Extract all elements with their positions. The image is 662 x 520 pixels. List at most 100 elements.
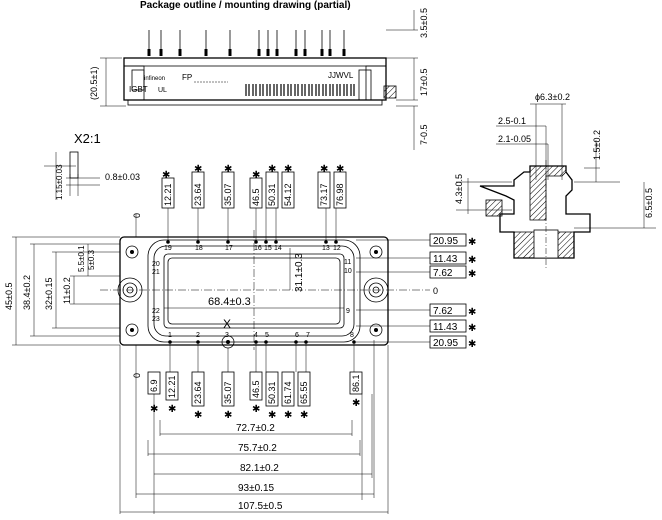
svg-text:4: 4 [254, 332, 258, 339]
top-dim-1: 12.21 ✱ [161, 170, 175, 242]
svg-text:✱: ✱ [468, 255, 476, 266]
detail-x: X2:1 0.8±0.03 1.15±0.03 [44, 131, 140, 200]
top-dim-5: 50.31 ✱ [265, 164, 279, 242]
svg-text:86.1: 86.1 [351, 374, 361, 392]
svg-text:76.98: 76.98 [335, 183, 345, 206]
svg-text:✱: ✱ [162, 170, 170, 181]
left-dim-45: 45±0.5 [4, 283, 14, 310]
side-pin-numbers: 11 10 9 20 21 22 23 [152, 259, 352, 323]
dim-72: 72.7±0.2 [236, 423, 275, 434]
bottom-dim-2: 12.21 ✱ [165, 342, 179, 415]
dim-75: 75.7±0.2 [238, 443, 277, 454]
svg-text:13: 13 [322, 245, 330, 252]
svg-text:3: 3 [225, 332, 229, 339]
svg-text:2: 2 [196, 332, 200, 339]
svg-text:✱: ✱ [352, 398, 360, 409]
brand-label: infineon [144, 76, 165, 82]
svg-text:46.5: 46.5 [251, 188, 261, 206]
bottom-dim-5: 46.5 ✱ [249, 342, 263, 415]
svg-text:✱: ✱ [168, 404, 176, 415]
svg-text:65.55: 65.55 [299, 381, 309, 404]
svg-text:50.31: 50.31 [267, 381, 277, 404]
svg-text:✱: ✱ [468, 339, 476, 350]
svg-text:✱: ✱ [336, 164, 344, 175]
svg-text:✱: ✱ [268, 164, 276, 175]
left-dim-38: 38.4±0.2 [22, 275, 32, 310]
top-dim-4: 46.5 ✱ [249, 170, 263, 242]
dim-107: 107.5±0.5 [238, 501, 283, 512]
bottom-dim-3: 23.64 ✱ [191, 342, 205, 421]
svg-text:✱: ✱ [468, 269, 476, 280]
detail-title: X2:1 [74, 131, 101, 146]
bottom-dim-9: 86.1 ✱ [349, 342, 363, 409]
svg-text:22: 22 [152, 308, 160, 315]
svg-text:✱: ✱ [194, 164, 202, 175]
section-d3: 2.1-0.05 [498, 134, 531, 144]
svg-text:✱: ✱ [224, 164, 232, 175]
svg-text:12: 12 [333, 245, 341, 252]
bottom-dim-7: 61.74 ✱ [281, 342, 297, 421]
svg-text:✱: ✱ [252, 404, 260, 415]
svg-text:16: 16 [254, 245, 262, 252]
header-fragment: Package outline / mounting drawing (part… [140, 0, 351, 11]
svg-text:✱: ✱ [300, 410, 308, 421]
bottom-pin-numbers: 1 2 3 4 5 6 7 8 [168, 332, 354, 339]
center-y-dim: 31.1±0.3 [294, 253, 305, 292]
top-pin-numbers: 19 18 17 16 15 14 13 12 [164, 245, 341, 252]
ul-label: UL [158, 87, 167, 94]
svg-text:12.21: 12.21 [167, 375, 177, 398]
right-dim-top-3: 7.62 [433, 268, 453, 279]
svg-text:35.07: 35.07 [223, 183, 233, 206]
detail-pin-width: 0.8±0.03 [105, 172, 140, 182]
side-view: Package outline / mounting drawing (part… [89, 0, 429, 150]
svg-text:11: 11 [344, 259, 351, 266]
right-dimension-boxes: 20.95 ✱ 11.43 ✱ 7.62 ✱ 7.62 ✱ 11.43 ✱ 20… [356, 233, 476, 350]
top-dim-2: 23.64 ✱ [191, 164, 205, 242]
left-dimensions: 45±0.5 38.4±0.2 32±0.15 11±0.2 5.5±0.1 5… [4, 236, 120, 346]
zero-bottom: 0 [132, 373, 142, 378]
svg-text:18: 18 [195, 245, 203, 252]
section-d2: 2.5-0.1 [498, 116, 526, 126]
svg-text:9: 9 [346, 308, 350, 315]
dim-93: 93±0.15 [238, 483, 275, 494]
svg-text:15: 15 [264, 245, 272, 252]
zero-top: 0 [132, 213, 142, 218]
right-dim-top-1: 20.95 [433, 236, 458, 247]
svg-text:17: 17 [225, 245, 233, 252]
svg-text:10: 10 [344, 268, 352, 275]
svg-text:5: 5 [265, 332, 269, 339]
svg-text:35.07: 35.07 [223, 381, 233, 404]
right-dim-bottom-2: 11.43 [433, 322, 458, 333]
svg-text:21: 21 [152, 269, 160, 276]
svg-text:✱: ✱ [468, 237, 476, 248]
svg-text:14: 14 [274, 245, 282, 252]
left-dim-32: 32±0.15 [44, 278, 54, 310]
svg-text:✱: ✱ [268, 410, 276, 421]
section-d4: 1.5±0.2 [592, 130, 602, 160]
svg-text:20: 20 [152, 261, 160, 268]
svg-text:73.17: 73.17 [319, 183, 329, 206]
top-dim-7: 73.17 ✱ [317, 164, 331, 242]
svg-text:✱: ✱ [284, 164, 292, 175]
dim-height-total: (20.5±1) [89, 67, 99, 100]
bottom-dim-4: 35.07 ✱ [221, 348, 235, 421]
bottom-dim-8: 65.55 ✱ [297, 342, 311, 421]
left-dim-5: 5±0.3 [87, 249, 96, 270]
svg-text:61.74: 61.74 [283, 381, 293, 404]
code-label: JJWVL [328, 71, 354, 80]
top-dim-3: 35.07 ✱ [221, 164, 235, 242]
detail-pin-height: 1.15±0.03 [55, 164, 64, 200]
svg-text:23.64: 23.64 [193, 381, 203, 404]
zero-right: 0 [433, 286, 438, 296]
fp-label: FP [182, 73, 192, 82]
svg-text:✱: ✱ [194, 410, 202, 421]
svg-text:6: 6 [295, 332, 299, 339]
top-dim-6: 54.12 ✱ [275, 164, 295, 242]
svg-text:✱: ✱ [468, 307, 476, 318]
dim-82: 82.1±0.2 [240, 463, 279, 474]
top-dim-8: 76.98 ✱ [333, 164, 347, 242]
svg-text:50.31: 50.31 [267, 183, 277, 206]
right-dim-bottom-1: 7.62 [433, 306, 453, 317]
svg-text:✱: ✱ [320, 164, 328, 175]
svg-text:19: 19 [164, 245, 172, 252]
